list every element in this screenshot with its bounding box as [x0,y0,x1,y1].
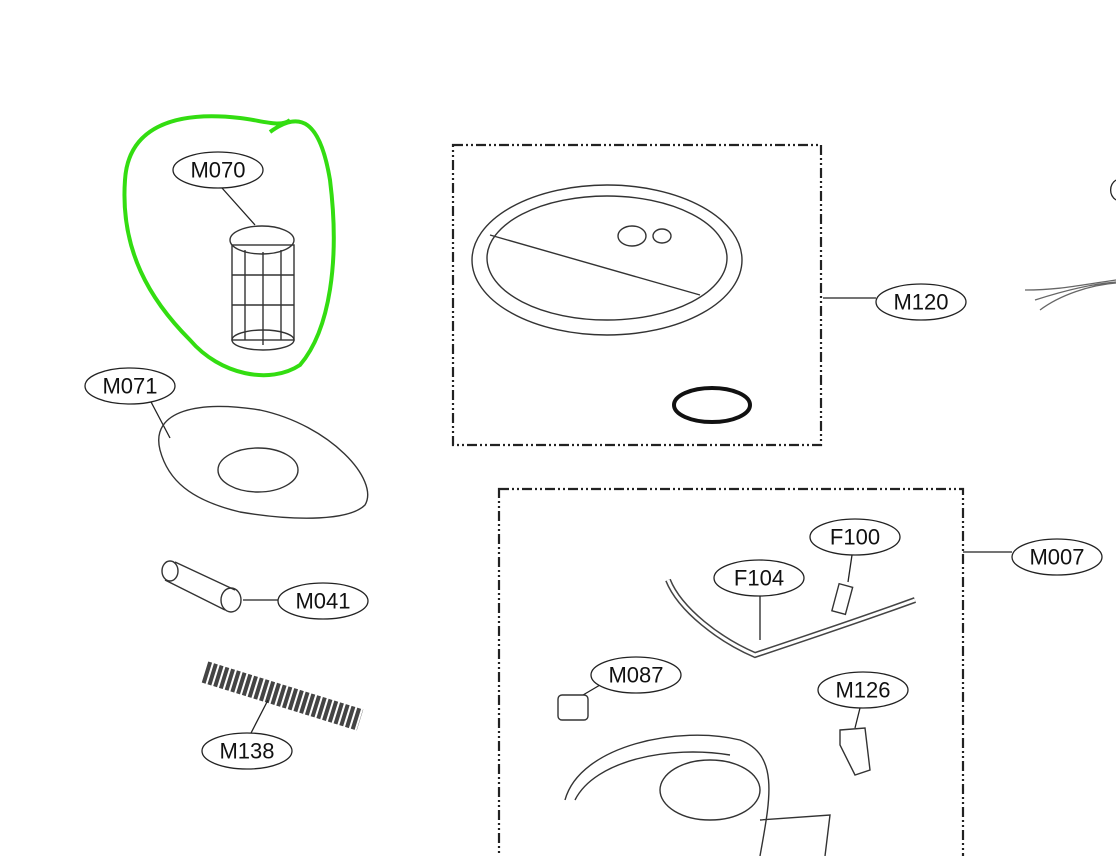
part-m126[interactable] [839,707,871,776]
label-m138[interactable]: M138 [201,732,293,770]
label-m041[interactable]: M041 [277,582,369,620]
highlight-circle [122,114,336,378]
part-m120-spray-arm[interactable] [471,184,876,424]
label-m071[interactable]: M071 [84,367,176,405]
svg-text:M071: M071 [102,374,157,399]
label-m087[interactable]: M087 [590,656,682,694]
svg-text:M070: M070 [190,158,245,183]
group-box-m007 [497,487,965,856]
svg-text:M041: M041 [295,589,350,614]
label-m120[interactable]: M120 [875,283,967,321]
part-m041[interactable] [161,560,278,613]
label-m070[interactable]: M070 [172,151,264,189]
label-f100[interactable]: F100 [809,518,901,556]
group-box-m120 [451,143,823,447]
part-wire-harness [1024,179,1116,311]
svg-text:M087: M087 [608,663,663,688]
svg-text:M126: M126 [835,678,890,703]
part-m071-gasket[interactable] [149,399,369,519]
svg-text:M120: M120 [893,290,948,315]
svg-text:F100: F100 [830,525,880,550]
svg-text:M007: M007 [1029,545,1084,570]
label-m126[interactable]: M126 [817,671,909,709]
svg-text:F104: F104 [734,566,784,591]
svg-text:M138: M138 [219,739,274,764]
part-m087[interactable] [557,684,601,721]
part-m138-hose[interactable] [201,661,364,736]
part-m070-filter[interactable] [221,187,295,351]
part-f104-tube[interactable] [665,578,917,659]
part-sump-assembly [564,734,831,856]
label-m007[interactable]: M007 [1011,538,1103,576]
label-f104[interactable]: F104 [713,559,805,597]
part-f100-sensor[interactable] [831,554,854,616]
